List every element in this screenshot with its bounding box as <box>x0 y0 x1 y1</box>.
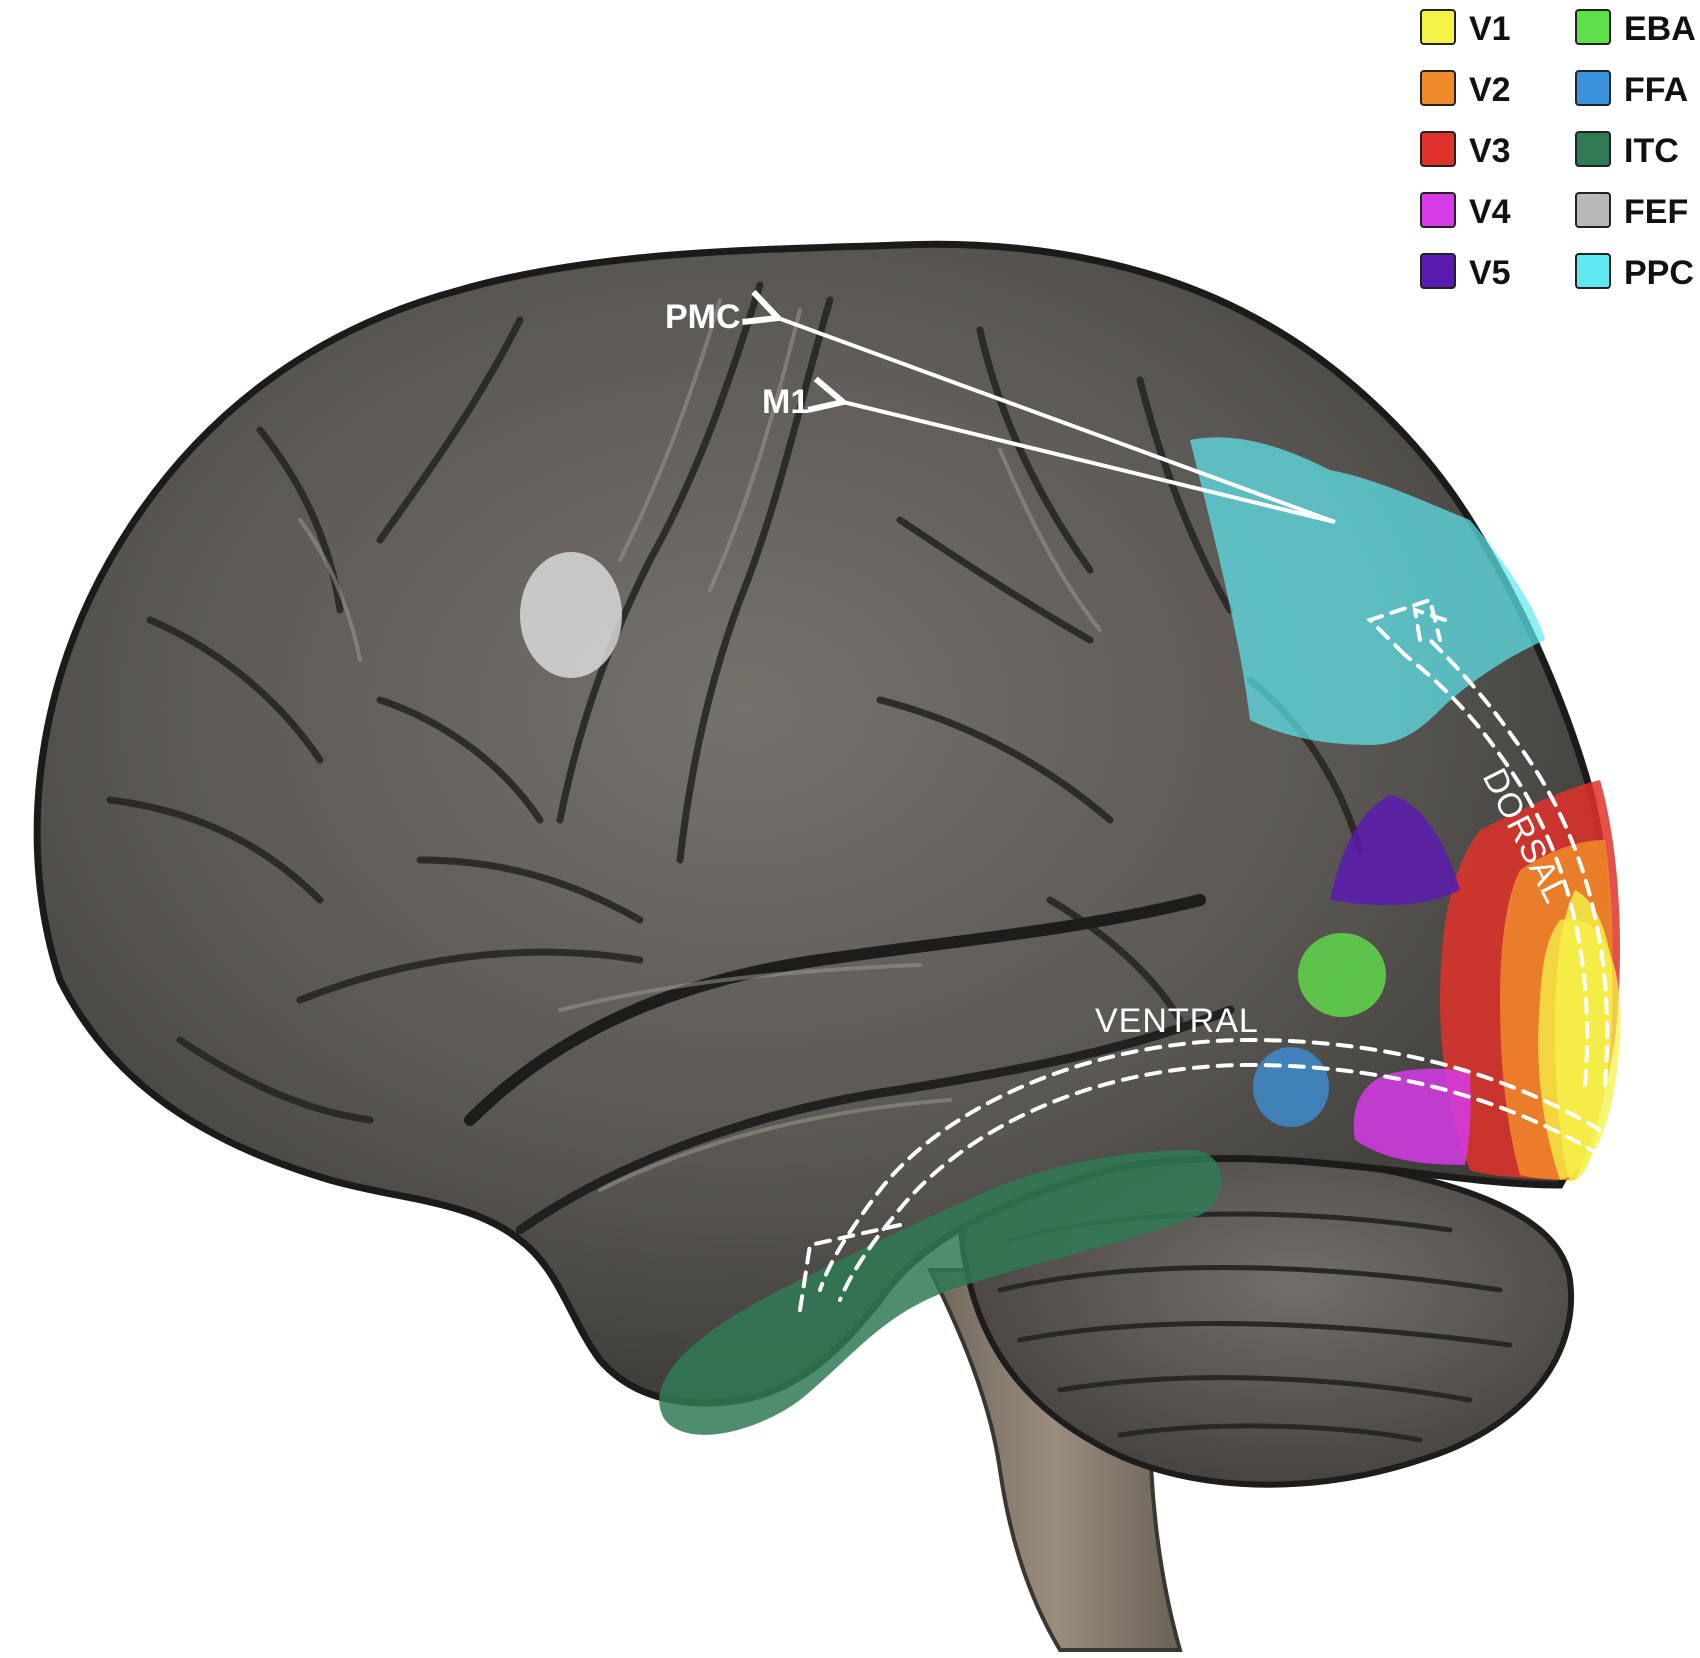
legend-label: V4 <box>1469 193 1511 231</box>
legend-swatch <box>1575 131 1611 167</box>
m1-label: M1 <box>762 383 809 421</box>
region-ffa <box>1253 1047 1329 1127</box>
legend-item-v1: V1 <box>1420 9 1511 48</box>
legend-item-v3: V3 <box>1420 131 1511 170</box>
legend-swatch <box>1420 131 1456 167</box>
motor-arrows <box>778 318 1336 524</box>
region-itc <box>659 1150 1222 1435</box>
region-v4 <box>1353 1068 1471 1165</box>
pmc-label: PMC <box>665 298 741 336</box>
legend-item-ppc: PPC <box>1575 253 1694 292</box>
legend-label: V5 <box>1469 254 1511 292</box>
legend-swatch <box>1420 192 1456 228</box>
gyri-highlights <box>298 298 1102 1192</box>
pmc-arrow <box>778 318 1336 524</box>
legend-swatch <box>1420 253 1456 289</box>
region-eba <box>1298 933 1386 1017</box>
temporal-sulcus <box>515 1005 1235 1235</box>
legend-item-v2: V2 <box>1420 70 1511 109</box>
legend-label: V3 <box>1469 132 1511 170</box>
legend-item-v5: V5 <box>1420 253 1511 292</box>
legend-swatch <box>1420 70 1456 106</box>
legend-label: EBA <box>1624 10 1696 48</box>
region-v5 <box>1330 795 1460 906</box>
legend-item-ffa: FFA <box>1575 70 1688 109</box>
sulci <box>106 281 1364 1124</box>
m1-arrow <box>843 402 1336 524</box>
legend-item-fef: FEF <box>1575 192 1688 231</box>
legend-swatch <box>1420 9 1456 45</box>
legend-label: PPC <box>1624 254 1694 292</box>
legend-item-itc: ITC <box>1575 131 1679 170</box>
legend-label: FEF <box>1624 193 1688 231</box>
ventral-stream-arrow <box>798 1037 1602 1312</box>
legend-swatch <box>1575 192 1611 228</box>
legend-swatch <box>1575 9 1611 45</box>
legend-item-v4: V4 <box>1420 192 1511 231</box>
ventral-label: VENTRAL <box>1095 1002 1259 1040</box>
dorsal-stream-arrow <box>1366 597 1610 1087</box>
legend-swatch <box>1575 70 1611 106</box>
region-v1-body <box>1538 918 1621 1180</box>
legend: V1 V2 V3 V4 V5 EBA FFA ITC <box>1420 9 1696 292</box>
region-fef <box>520 552 622 678</box>
legend-label: FFA <box>1624 71 1688 109</box>
legend-label: V1 <box>1469 10 1511 48</box>
legend-item-eba: EBA <box>1575 9 1696 48</box>
legend-swatch <box>1575 253 1611 289</box>
legend-label: V2 <box>1469 71 1511 109</box>
legend-label: ITC <box>1624 132 1679 170</box>
lateral-sulcus <box>464 894 1206 1126</box>
